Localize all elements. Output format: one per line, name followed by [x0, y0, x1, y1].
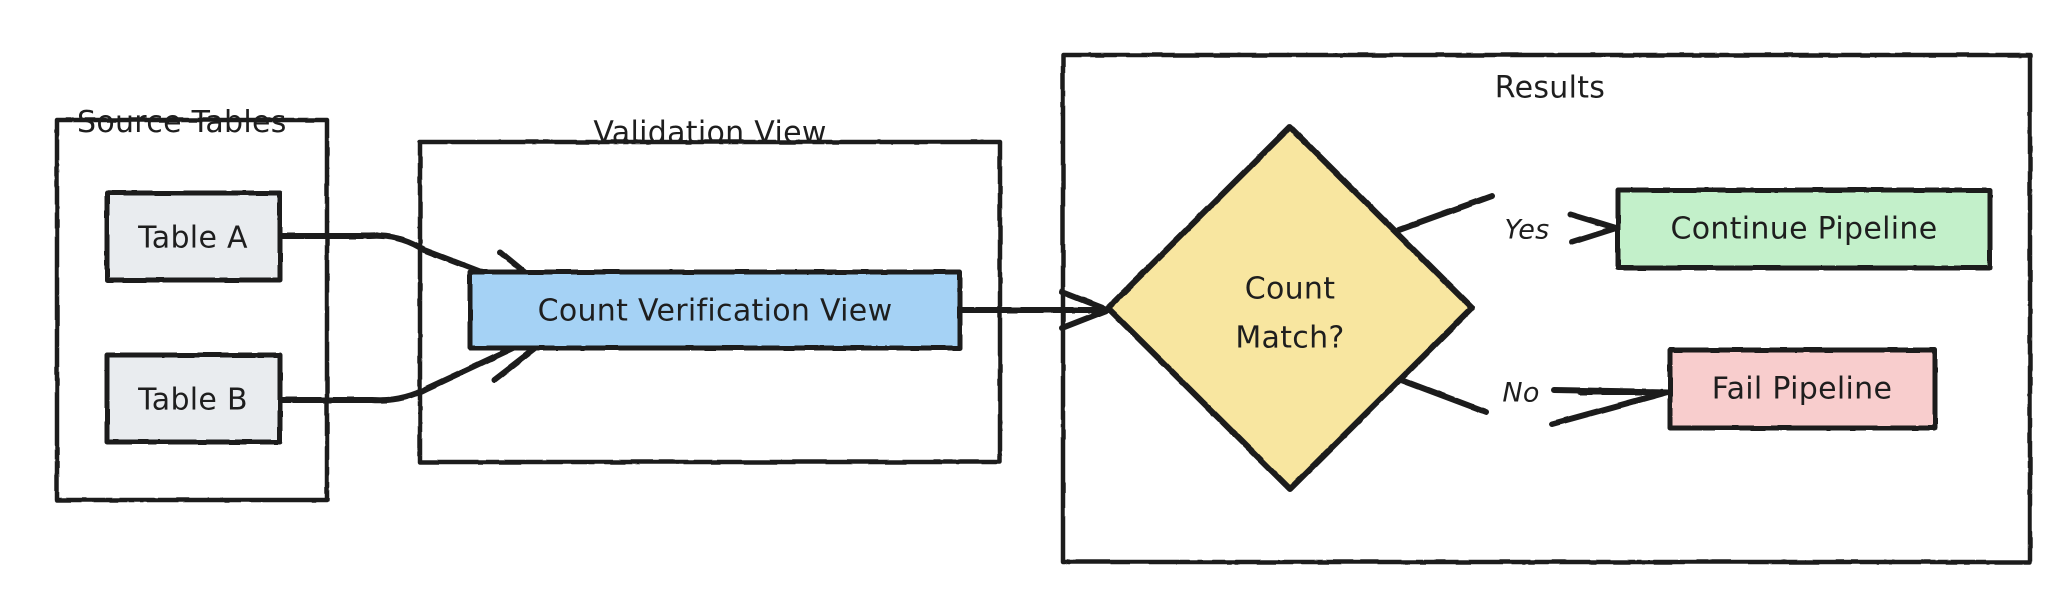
node-continue-pipeline[interactable]: [1615, 187, 1993, 271]
edge-decision-yes-line: [1395, 193, 1495, 233]
edge-decision-no-line: [1393, 375, 1489, 415]
node-table-a[interactable]: [104, 190, 283, 283]
node-count-match-diamond[interactable]: [1105, 124, 1475, 492]
node-count-verification-view[interactable]: [467, 269, 963, 351]
edge-decision-yes-arrowhead: [1567, 211, 1619, 245]
edge-table-b-to-view-line: [277, 325, 559, 404]
edge-table-a-to-view-line: [277, 232, 557, 303]
node-fail-pipeline[interactable]: [1667, 347, 1938, 431]
edge-view-to-decision-arrowhead: [1059, 289, 1111, 331]
node-table-b[interactable]: [104, 352, 283, 445]
group-source-tables: [54, 117, 330, 503]
group-validation-view: [417, 139, 1003, 465]
edge-decision-no-arrowhead: [1549, 387, 1671, 427]
